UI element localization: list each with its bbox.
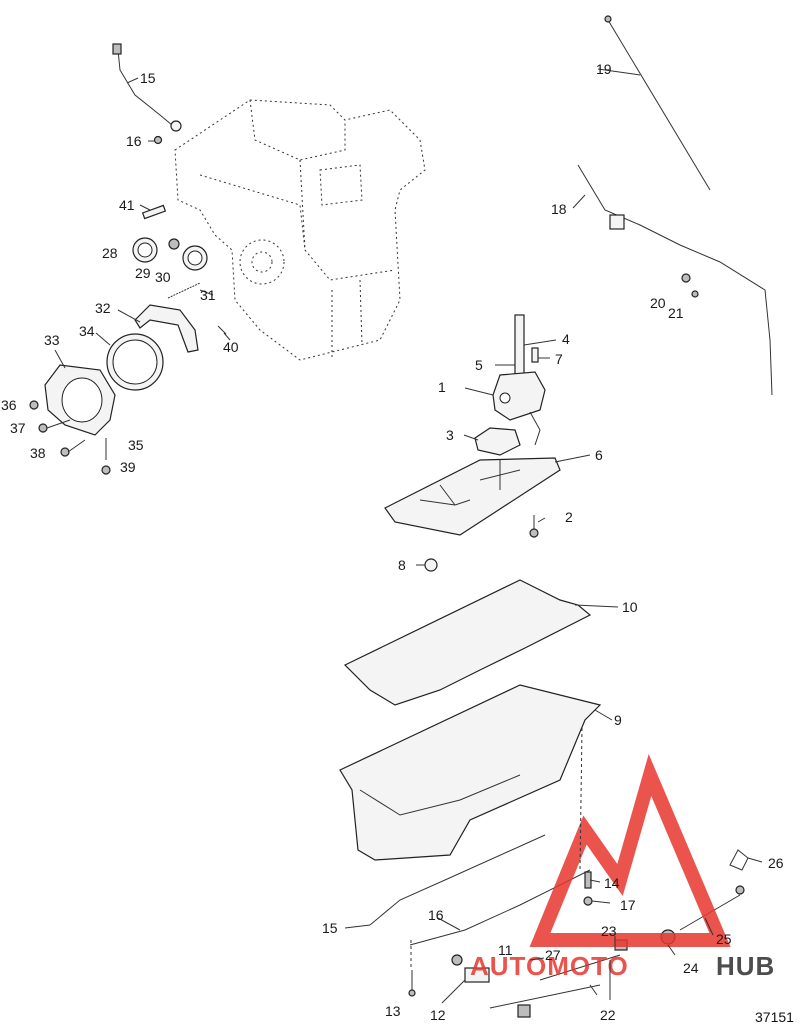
callout-9: 9 (614, 712, 622, 728)
callout-2: 2 (565, 509, 573, 525)
callout-3: 3 (446, 427, 454, 443)
callout-18: 18 (551, 201, 567, 217)
callout-7: 7 (555, 351, 563, 367)
dipstick-19 (604, 15, 711, 191)
oil-pan-gasket-10 (343, 579, 592, 706)
screw-16-top (148, 135, 163, 145)
callout-40: 40 (223, 339, 239, 355)
callout-4: 4 (562, 331, 570, 347)
callout-27: 27 (545, 947, 561, 963)
callout-10: 10 (622, 599, 638, 615)
callout-8: 8 (398, 557, 406, 573)
callout-15-top: 15 (140, 70, 156, 86)
callout-25: 25 (716, 931, 732, 947)
callout-23: 23 (601, 923, 617, 939)
windage-tray-6 (384, 457, 561, 536)
callout-15-bottom: 15 (322, 920, 338, 936)
callout-leaders (54, 68, 763, 1004)
callout-31: 31 (200, 287, 216, 303)
callout-1: 1 (438, 379, 446, 395)
logo-text-red: AUTOMOTO (470, 951, 629, 981)
oil-pump-assembly (474, 314, 546, 456)
callout-26: 26 (768, 855, 784, 871)
left-seal-group (29, 204, 227, 475)
callout-38: 38 (30, 445, 46, 461)
callout-39: 39 (120, 459, 136, 475)
callout-37: 37 (10, 420, 26, 436)
dipstick-tube-18 (577, 164, 773, 396)
oil-pan-9 (339, 684, 602, 861)
callout-12: 12 (430, 1007, 446, 1023)
callout-22: 22 (600, 1007, 616, 1023)
logo-text-dark: HUB (716, 951, 775, 981)
callout-34: 34 (79, 323, 95, 339)
callout-24: 24 (683, 960, 699, 976)
callout-labels: 1 2 3 4 5 6 7 8 9 10 11 12 13 14 15 15 1… (1, 61, 784, 1023)
callout-28: 28 (102, 245, 118, 261)
nut-8 (424, 558, 438, 572)
document-number: 37151 (755, 1009, 794, 1025)
callout-35: 35 (128, 437, 144, 453)
callout-16-bottom: 16 (428, 907, 444, 923)
callout-30: 30 (155, 269, 171, 285)
callout-36: 36 (1, 397, 17, 413)
callout-13: 13 (385, 1003, 401, 1019)
engine-block-outline (174, 99, 426, 361)
callout-6: 6 (595, 447, 603, 463)
callout-16-top: 16 (126, 133, 142, 149)
callout-41: 41 (119, 197, 135, 213)
logo-triangle-mark (529, 754, 731, 947)
callout-11: 11 (498, 942, 513, 958)
callout-21: 21 (668, 305, 684, 321)
oil-sender-line-15 (112, 43, 182, 132)
callout-32: 32 (95, 300, 111, 316)
callout-14: 14 (604, 875, 620, 891)
callout-29: 29 (135, 265, 151, 281)
callout-17: 17 (620, 897, 636, 913)
callout-5: 5 (475, 357, 483, 373)
automotohub-logo: AUTOMOTO HUB (470, 754, 775, 981)
callout-19: 19 (596, 61, 612, 77)
callout-33: 33 (44, 332, 60, 348)
bolt-2 (529, 515, 539, 538)
callout-20: 20 (650, 295, 666, 311)
